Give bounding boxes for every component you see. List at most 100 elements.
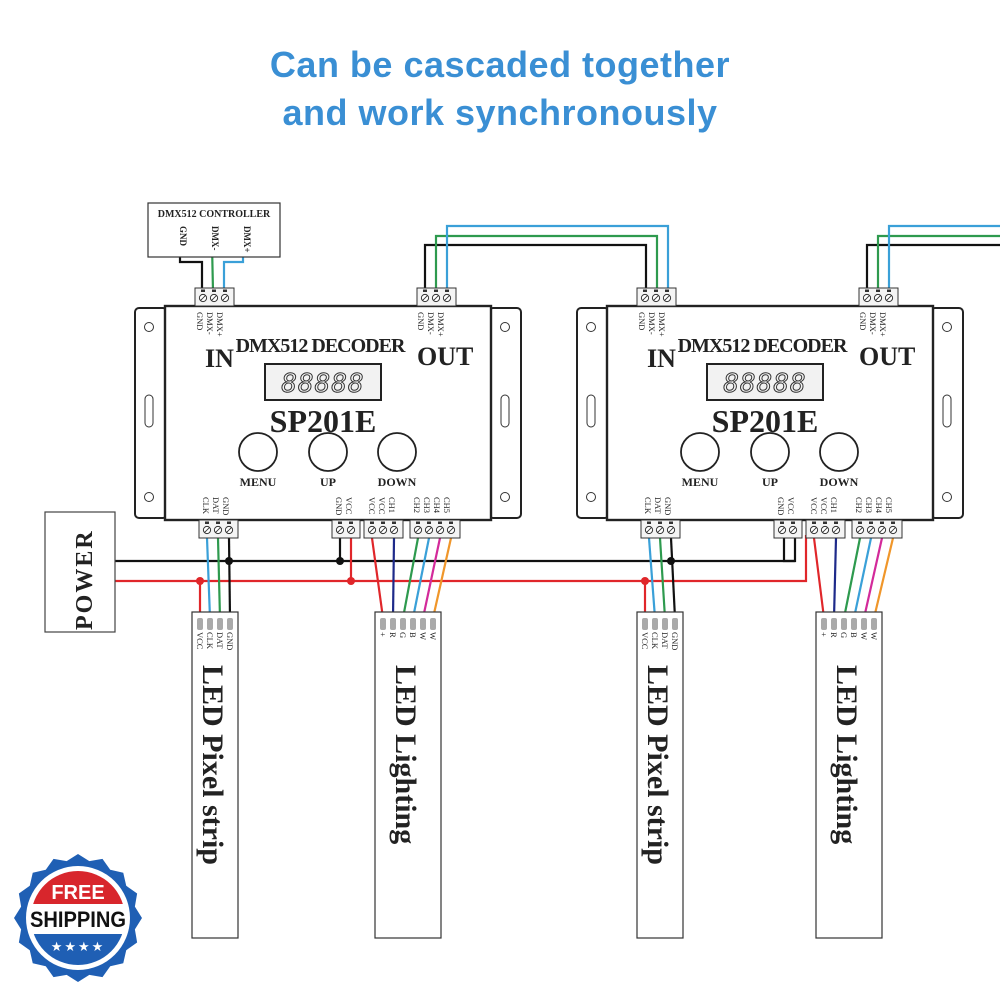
terminal-pin-marker <box>654 289 658 292</box>
strip-pin-label: B <box>408 632 418 638</box>
screw-slot <box>444 295 450 301</box>
mount-hole-icon <box>500 322 510 332</box>
strip-pad <box>851 618 857 630</box>
wire-g <box>401 537 420 619</box>
screw-slot <box>433 295 439 301</box>
screw-slot <box>226 527 232 533</box>
terminal-pin-marker <box>434 289 438 292</box>
strip-pin-label: G <box>398 632 408 638</box>
led-strip <box>191 611 239 939</box>
wire-clk <box>647 537 657 619</box>
screw-slot <box>790 527 796 533</box>
wire-gnd <box>669 537 677 619</box>
screw-slot <box>448 527 454 533</box>
terminal-pin-marker <box>212 289 216 292</box>
wire-gnd <box>782 538 795 563</box>
terminal-pin-marker <box>201 289 205 292</box>
dmx-pin-label: DMX+ <box>436 312 446 337</box>
strip-label: LED Lighting <box>389 665 422 844</box>
power-pin-label: GND <box>776 497 786 515</box>
terminal-pin-marker <box>876 289 880 292</box>
wire-dmx-plus <box>445 224 670 291</box>
screw-slot <box>646 527 652 533</box>
screw-slot <box>369 527 375 533</box>
strip-pin-label: R <box>829 632 839 638</box>
in-label: IN <box>205 344 234 373</box>
junction-dot <box>196 577 204 585</box>
wire-clk <box>205 537 212 619</box>
strip-pin-label: VCC <box>195 632 205 650</box>
screw-slot <box>833 527 839 533</box>
badge-free-text: FREE <box>51 882 104 904</box>
channel-pin-label: CH4 <box>432 497 442 514</box>
headline-line-2: and work synchronously <box>282 92 718 133</box>
screw-slot <box>348 527 354 533</box>
strip-pad <box>861 618 867 630</box>
strip-label: LED Pixel strip <box>641 665 674 865</box>
dmx-pin-label: GND <box>195 312 205 330</box>
terminal-pin-marker <box>880 521 884 524</box>
screw-slot <box>822 527 828 533</box>
dmx-pin-label: GND <box>637 312 647 330</box>
strip-pad <box>662 618 668 630</box>
led-strip <box>374 611 442 939</box>
terminal-pin-marker <box>669 521 673 524</box>
led-strip <box>636 611 684 939</box>
screw-slot <box>222 295 228 301</box>
wire-vcc <box>370 537 385 619</box>
terminal-pin-marker <box>891 521 895 524</box>
strip-pad <box>642 618 648 630</box>
screw-slot <box>337 527 343 533</box>
wire-r <box>832 537 838 619</box>
wire-g <box>842 537 862 619</box>
strip-pin-label: + <box>378 632 388 637</box>
panel-button-label: DOWN <box>378 475 417 489</box>
screw-slot <box>886 295 892 301</box>
strip-label: LED Lighting <box>830 665 863 844</box>
power-pin-label: VCC <box>344 497 354 515</box>
screw-slot <box>875 295 881 301</box>
screw-slot <box>215 527 221 533</box>
badge-shipping-text: SHIPPING <box>30 907 126 932</box>
strip-pin-label: CLK <box>650 632 660 650</box>
dmx-pin-label: DMX- <box>647 312 657 335</box>
pixel-pin-label: DAT <box>653 497 663 514</box>
strip-pad <box>841 618 847 630</box>
dmx-pin-label: DMX+ <box>657 312 667 337</box>
junction-dot <box>225 557 233 565</box>
strip-pin-label: GND <box>670 632 680 650</box>
panel-button-up <box>750 432 790 472</box>
terminal-pin-marker <box>423 289 427 292</box>
channel-pin-label: CH2 <box>412 497 422 513</box>
seven-segment-display <box>706 363 824 401</box>
decoder-title: DMX512 DECODER <box>678 335 848 357</box>
mount-hole-icon <box>942 492 952 502</box>
screw-slot <box>437 527 443 533</box>
power-pin-label: VCC <box>786 497 796 515</box>
dmx-controller-box <box>147 202 281 258</box>
terminal-pin-marker <box>812 521 816 524</box>
channel-pin-label: CH5 <box>884 497 894 513</box>
power-label: POWER <box>72 529 98 630</box>
channel-pin-label: CH2 <box>854 497 864 513</box>
led-strip <box>815 611 883 939</box>
mount-slot-icon <box>586 394 596 428</box>
headline-line-1: Can be cascaded together <box>269 44 731 85</box>
terminal-pin-marker <box>858 521 862 524</box>
mount-hole-icon <box>500 492 510 502</box>
strip-pin-label: W <box>859 632 869 640</box>
wire-gnd <box>865 243 1000 291</box>
wire-w2 <box>872 537 895 619</box>
terminal-pin-marker <box>643 289 647 292</box>
screw-slot <box>380 527 386 533</box>
channel-pin-label: CH3 <box>864 497 874 513</box>
panel-button-down <box>377 432 417 472</box>
terminal-pin-marker <box>338 521 342 524</box>
strip-pad <box>672 618 678 630</box>
screw-slot <box>211 295 217 301</box>
mount-hole-icon <box>144 322 154 332</box>
strip-pin-label: B <box>849 632 859 638</box>
terminal-pin-marker <box>887 289 891 292</box>
pixel-pin-label: GND <box>663 497 673 515</box>
